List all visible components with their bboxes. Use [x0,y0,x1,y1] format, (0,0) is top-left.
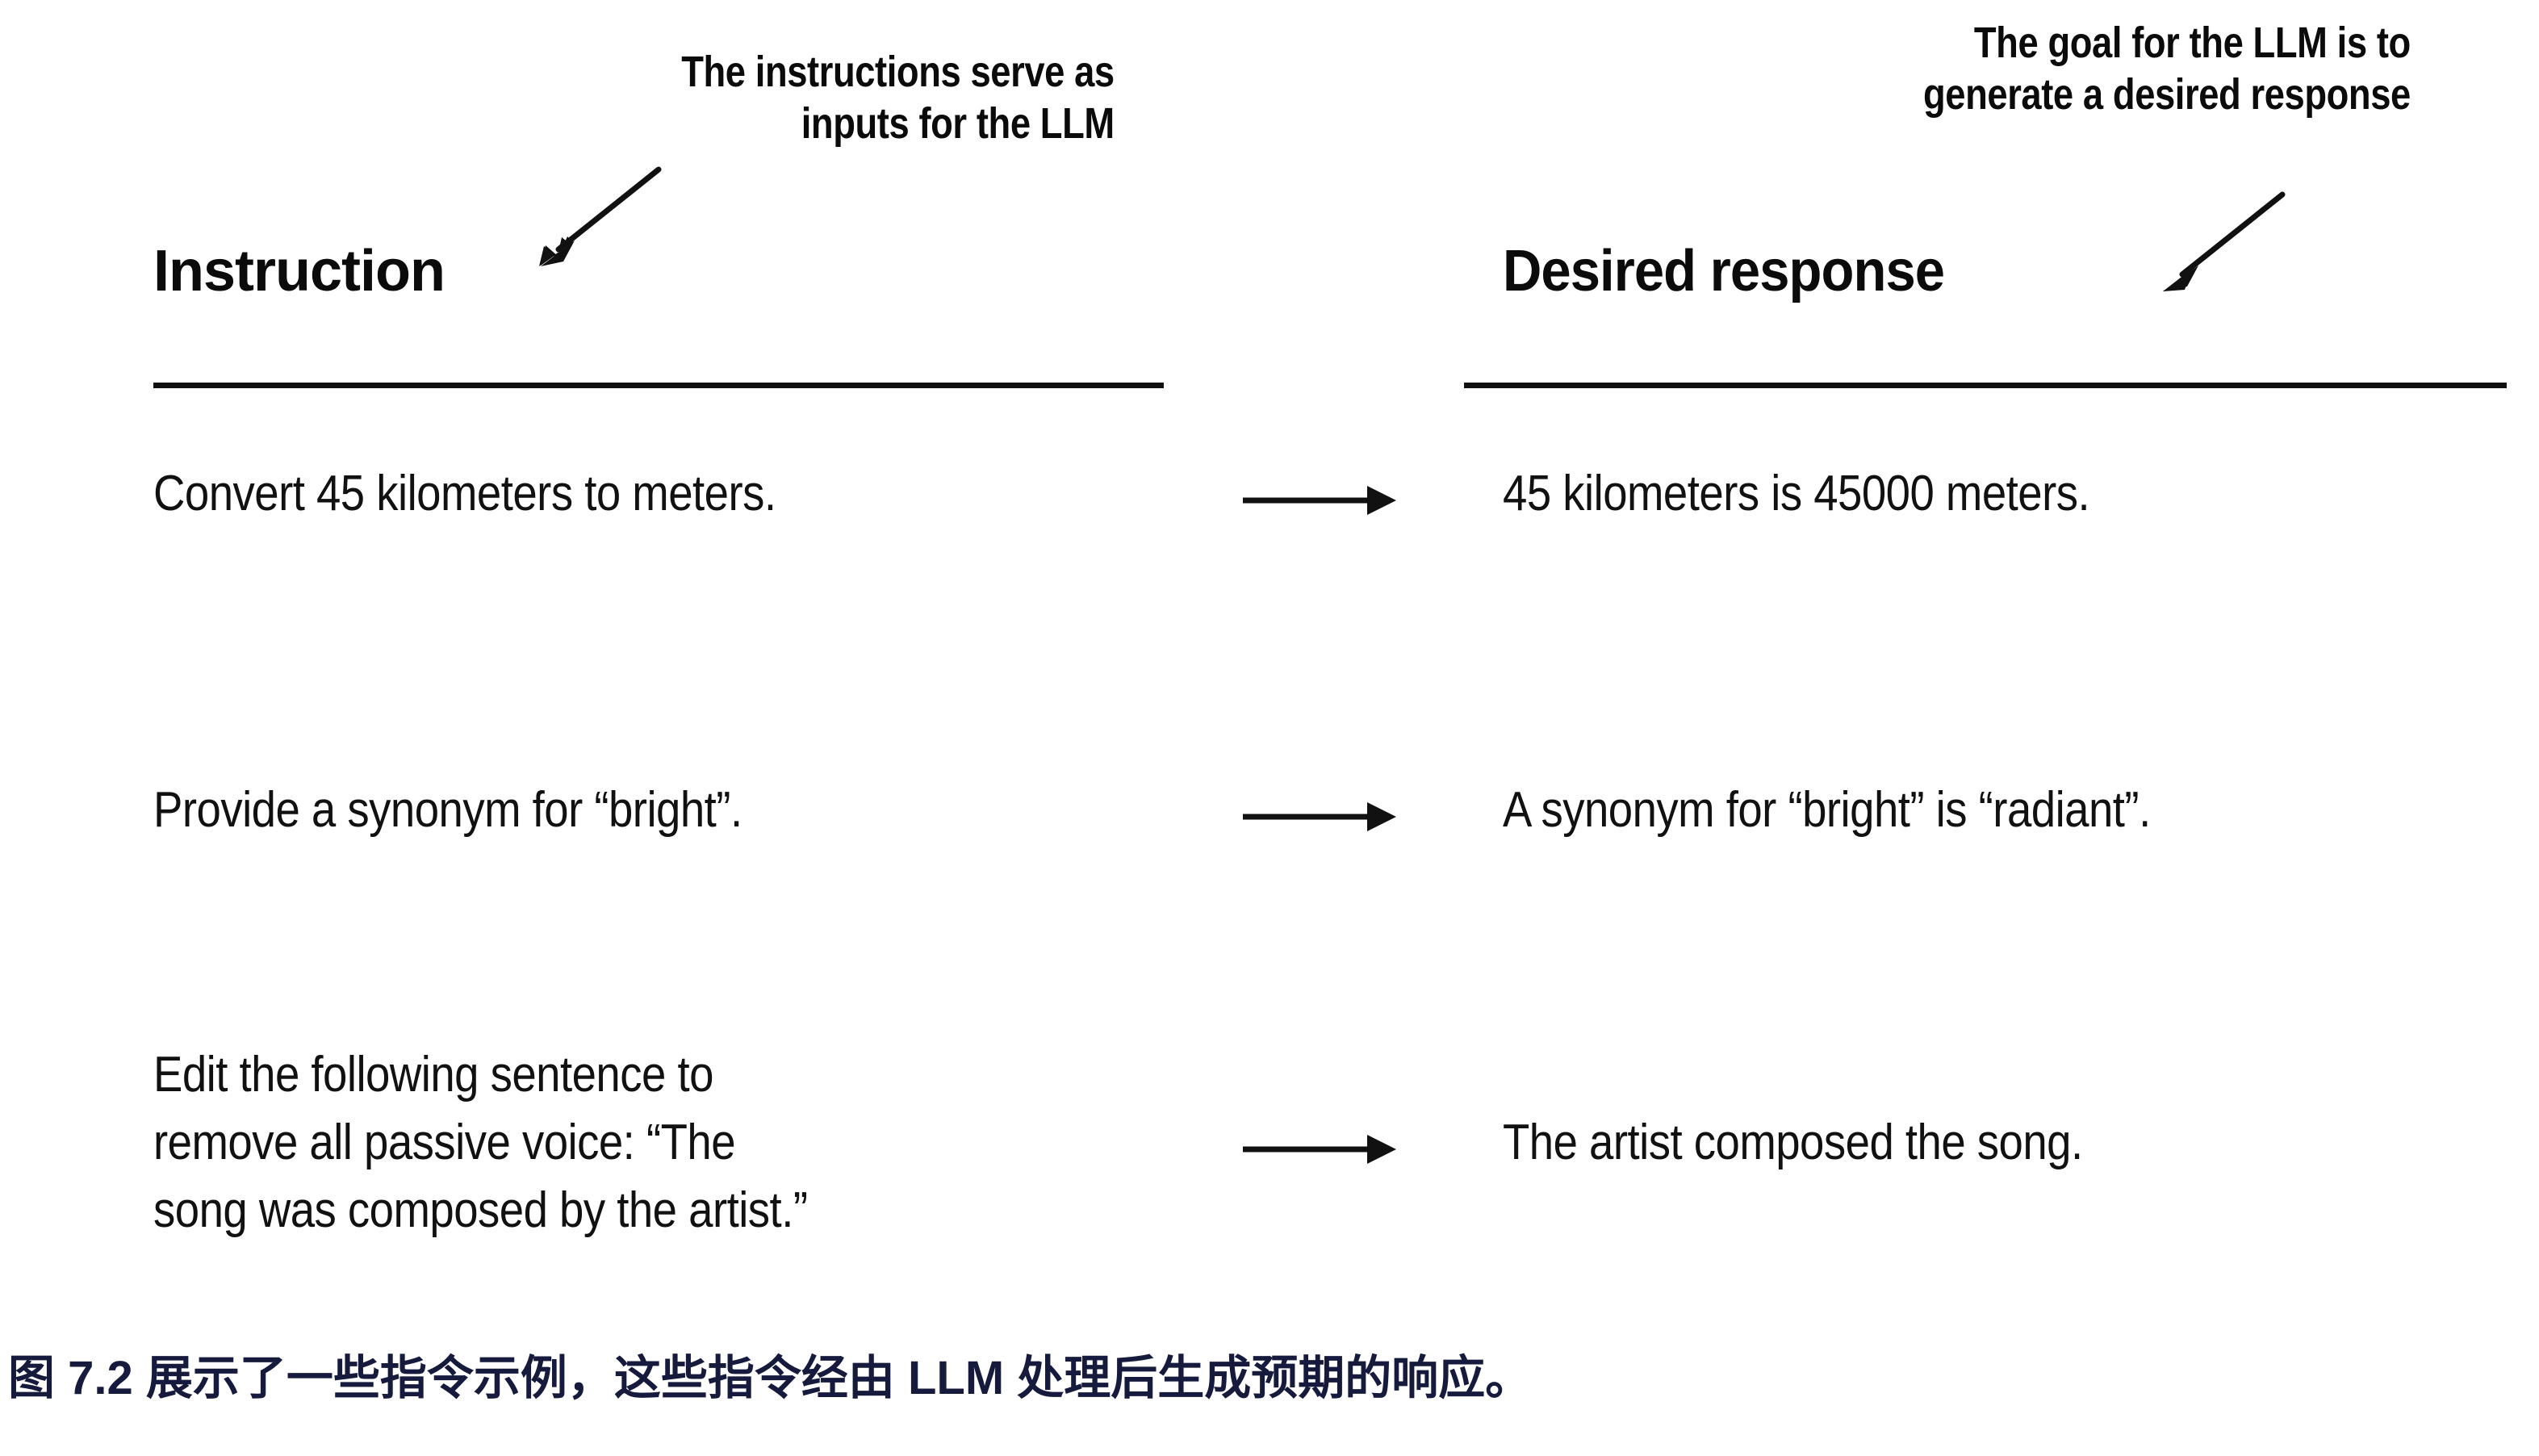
annotation-instruction: The instructions serve as inputs for the… [681,47,1115,149]
row-arrow-2-icon [1243,802,1396,831]
header-rule-desired-response [1464,383,2507,388]
header-rule-instruction [153,383,1164,388]
response-cell-row-1: 45 kilometers is 45000 meters. [1503,466,2090,521]
figure-caption: 图 7.2 展示了一些指令示例，这些指令经由 LLM 处理后生成预期的响应。 [8,1352,1533,1404]
annotation-instruction-line-1: The instructions serve as [681,48,1115,96]
annotation-arrow-right-icon [2163,191,2286,291]
annotation-arrow-left-icon [539,166,662,266]
column-header-desired-response: Desired response [1503,239,1945,303]
annotation-response-line-1: The goal for the LLM is to [1973,19,2411,67]
instruction-cell-row-2: Provide a synonym for “bright”. [153,782,742,838]
annotation-instruction-line-2: inputs for the LLM [801,98,1115,148]
response-cell-row-3: The artist composed the song. [1503,1115,2083,1170]
row-arrow-3-icon [1243,1135,1396,1164]
column-header-instruction: Instruction [153,239,445,303]
response-cell-row-2: A synonym for “bright” is “radiant”. [1503,782,2151,838]
annotation-response-line-2: generate a desired response [1923,69,2411,119]
instruction-cell-row-1: Convert 45 kilometers to meters. [153,466,776,521]
row-arrow-1-icon [1243,486,1396,515]
annotation-response: The goal for the LLM is to generate a de… [1923,18,2411,120]
instruction-cell-row-3: Edit the following sentence to remove al… [153,1047,808,1238]
